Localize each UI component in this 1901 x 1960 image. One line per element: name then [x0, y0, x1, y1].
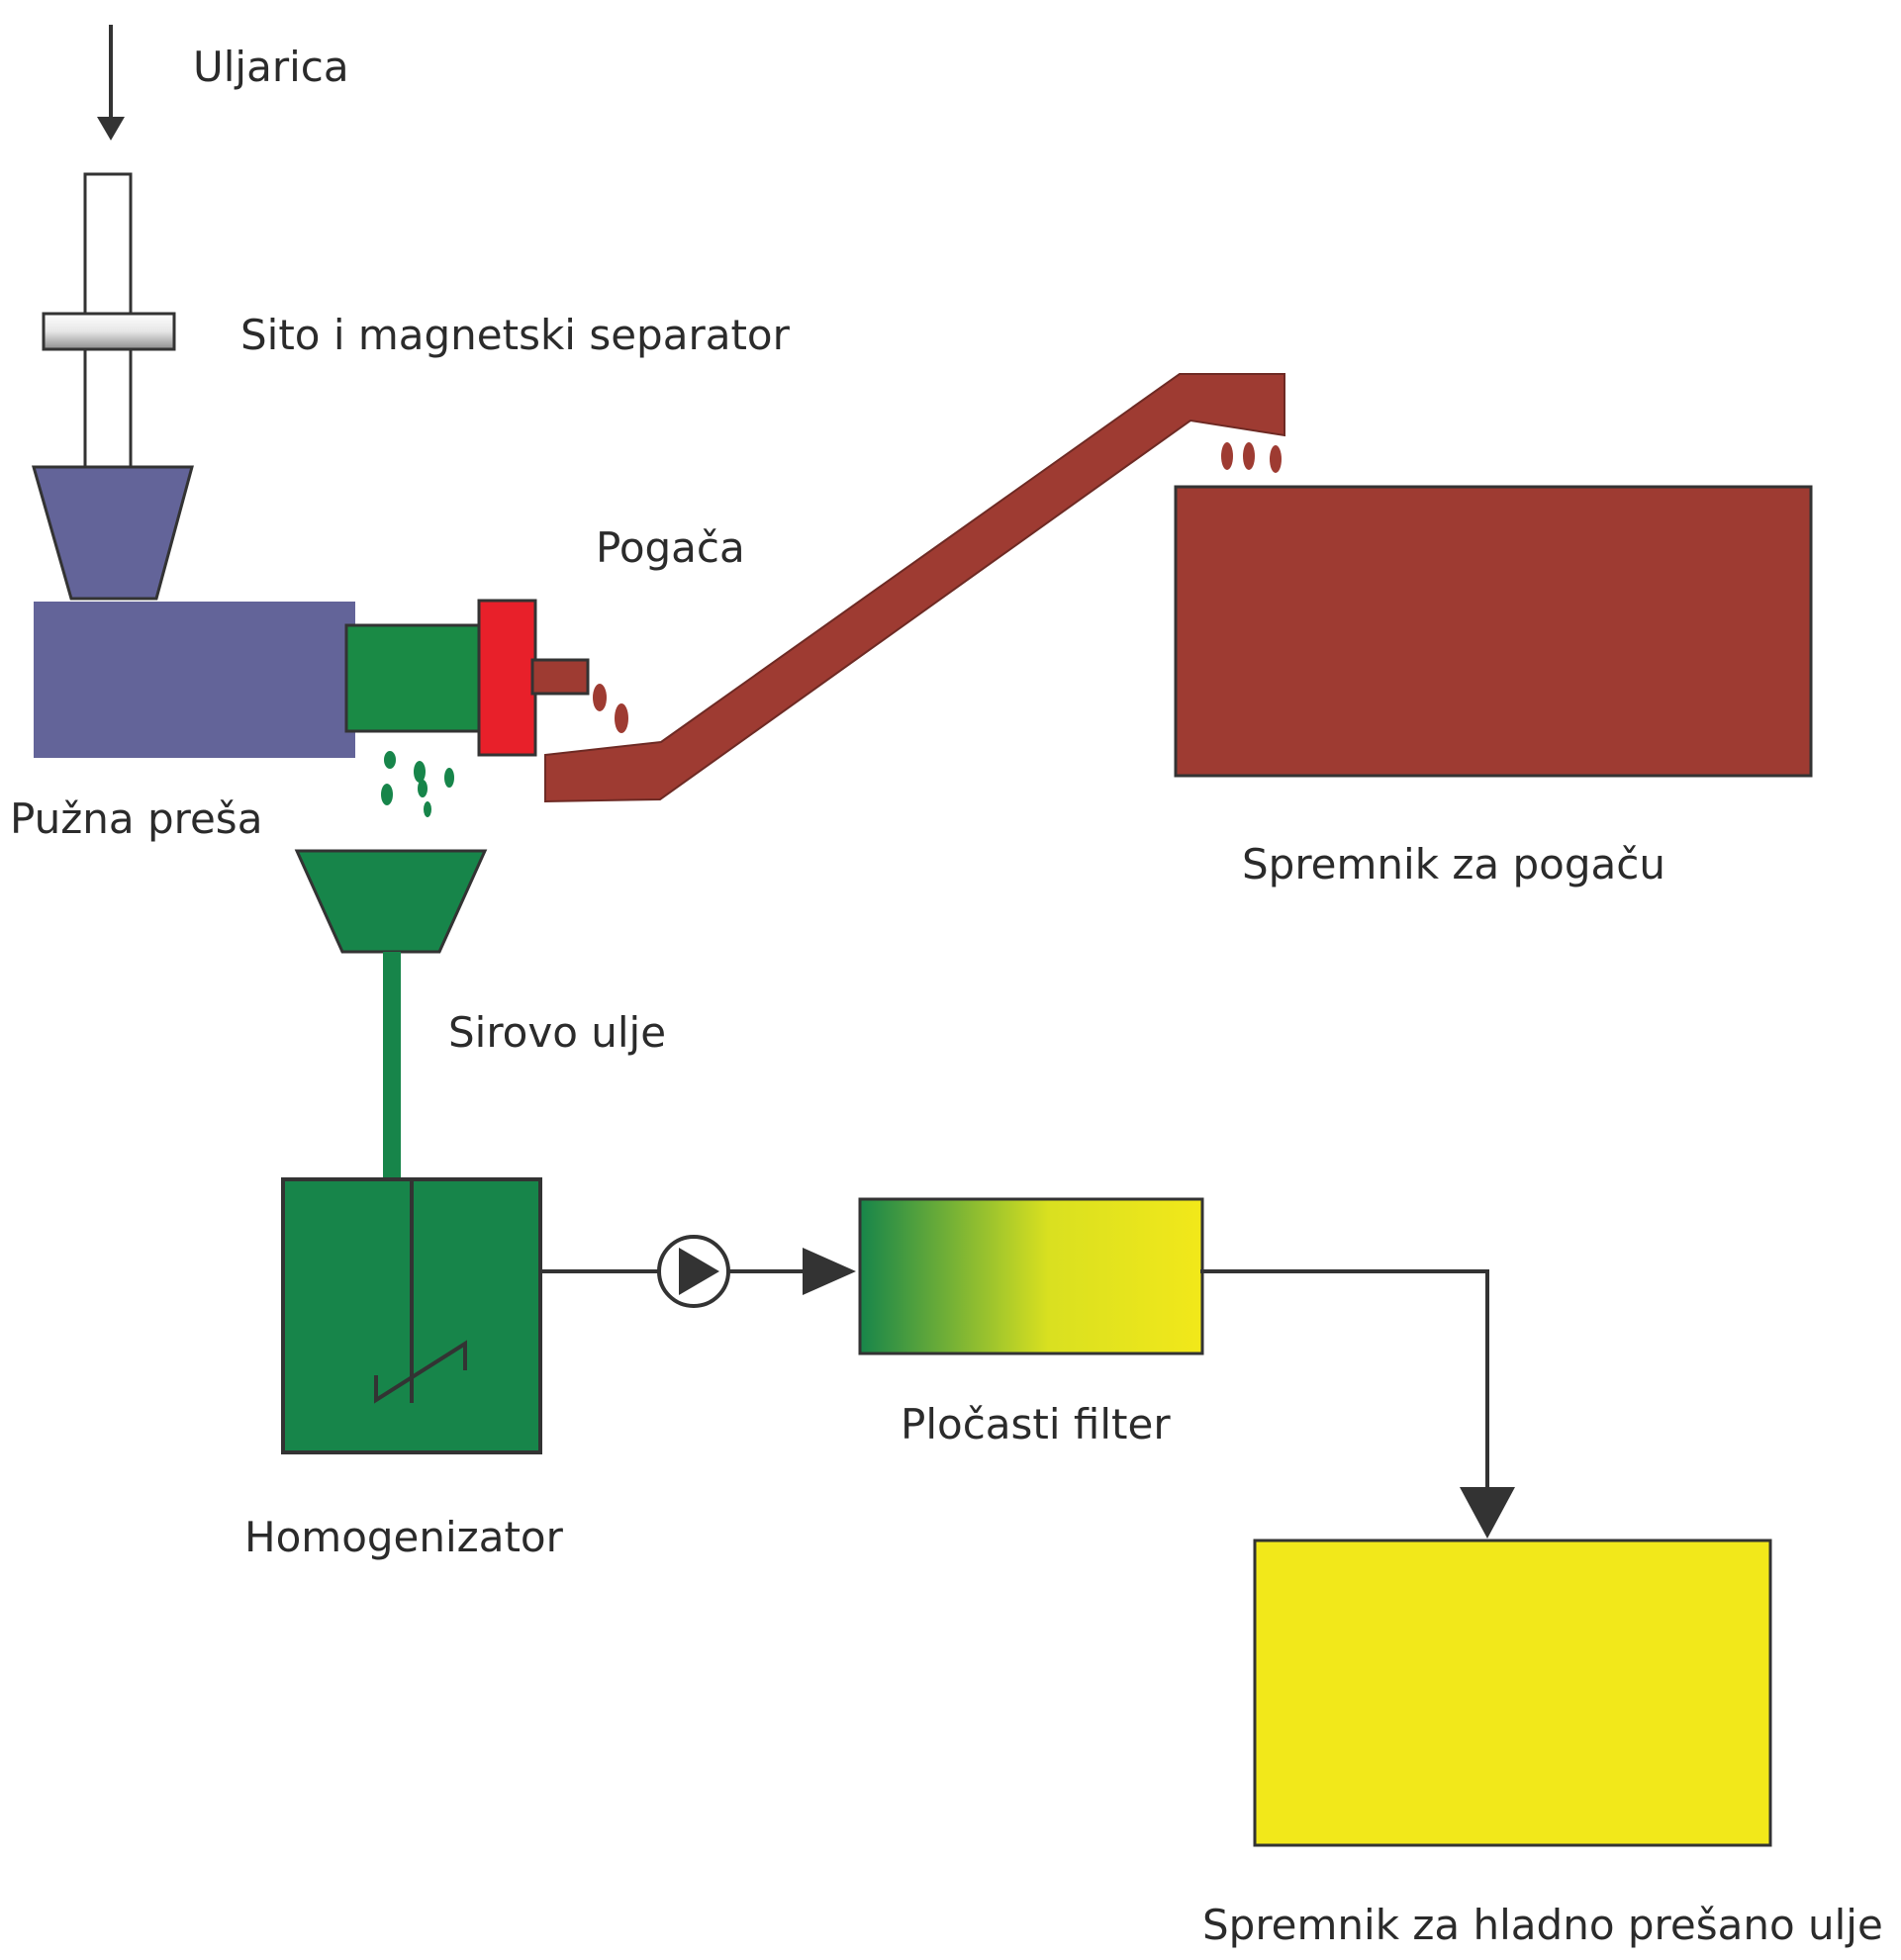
- oil-storage-tank: [1253, 1539, 1772, 1847]
- oil-pipe: [383, 952, 401, 1179]
- cake-piece: [1221, 442, 1233, 470]
- press-hopper: [32, 465, 194, 601]
- label-spremnik-ulje: Spremnik za hladno prešano ulje: [1202, 1901, 1883, 1949]
- cake-pieces-drop: [1221, 442, 1282, 473]
- label-sito: Sito i magnetski separator: [240, 311, 791, 359]
- cake-piece: [1243, 442, 1255, 470]
- label-sirovo-ulje: Sirovo ulje: [448, 1008, 666, 1057]
- label-spremnik-pogaca: Spremnik za pogaču: [1242, 840, 1665, 888]
- cake-piece: [1270, 445, 1282, 473]
- sieve-separator: [42, 312, 176, 351]
- cake-storage-tank: [1174, 485, 1813, 778]
- plate-filter: [858, 1197, 1204, 1355]
- cake-piece: [615, 703, 628, 733]
- feed-arrow: [97, 25, 125, 140]
- cake-conveyor: [544, 373, 1285, 803]
- oil-funnel: [294, 849, 488, 954]
- oil-droplets: [381, 751, 454, 817]
- flow-arrow-filter-tank: [1200, 1269, 1515, 1539]
- press-head: [477, 599, 537, 757]
- oil-droplet: [414, 761, 426, 783]
- label-pogaca: Pogača: [596, 523, 745, 572]
- cake-nozzle: [530, 658, 590, 696]
- oil-droplet: [384, 751, 396, 769]
- press-outlet: [344, 623, 485, 733]
- flow-arrow-pump-filter: [728, 1248, 856, 1295]
- label-plocasti-filter: Pločasti filter: [901, 1400, 1171, 1448]
- oil-droplet: [381, 784, 393, 805]
- oil-droplet: [444, 768, 454, 788]
- oil-droplet: [424, 801, 431, 817]
- mixer-agitator: [374, 1179, 467, 1404]
- screw-press-body: [34, 602, 355, 758]
- oil-droplet: [418, 780, 428, 797]
- label-uljarica: Uljarica: [193, 43, 349, 91]
- cake-pieces: [593, 684, 628, 733]
- label-homogenizator: Homogenizator: [244, 1513, 564, 1561]
- pump-icon: [657, 1235, 730, 1308]
- cake-piece: [593, 684, 607, 711]
- label-puzna-presa: Pužna preša: [10, 794, 262, 843]
